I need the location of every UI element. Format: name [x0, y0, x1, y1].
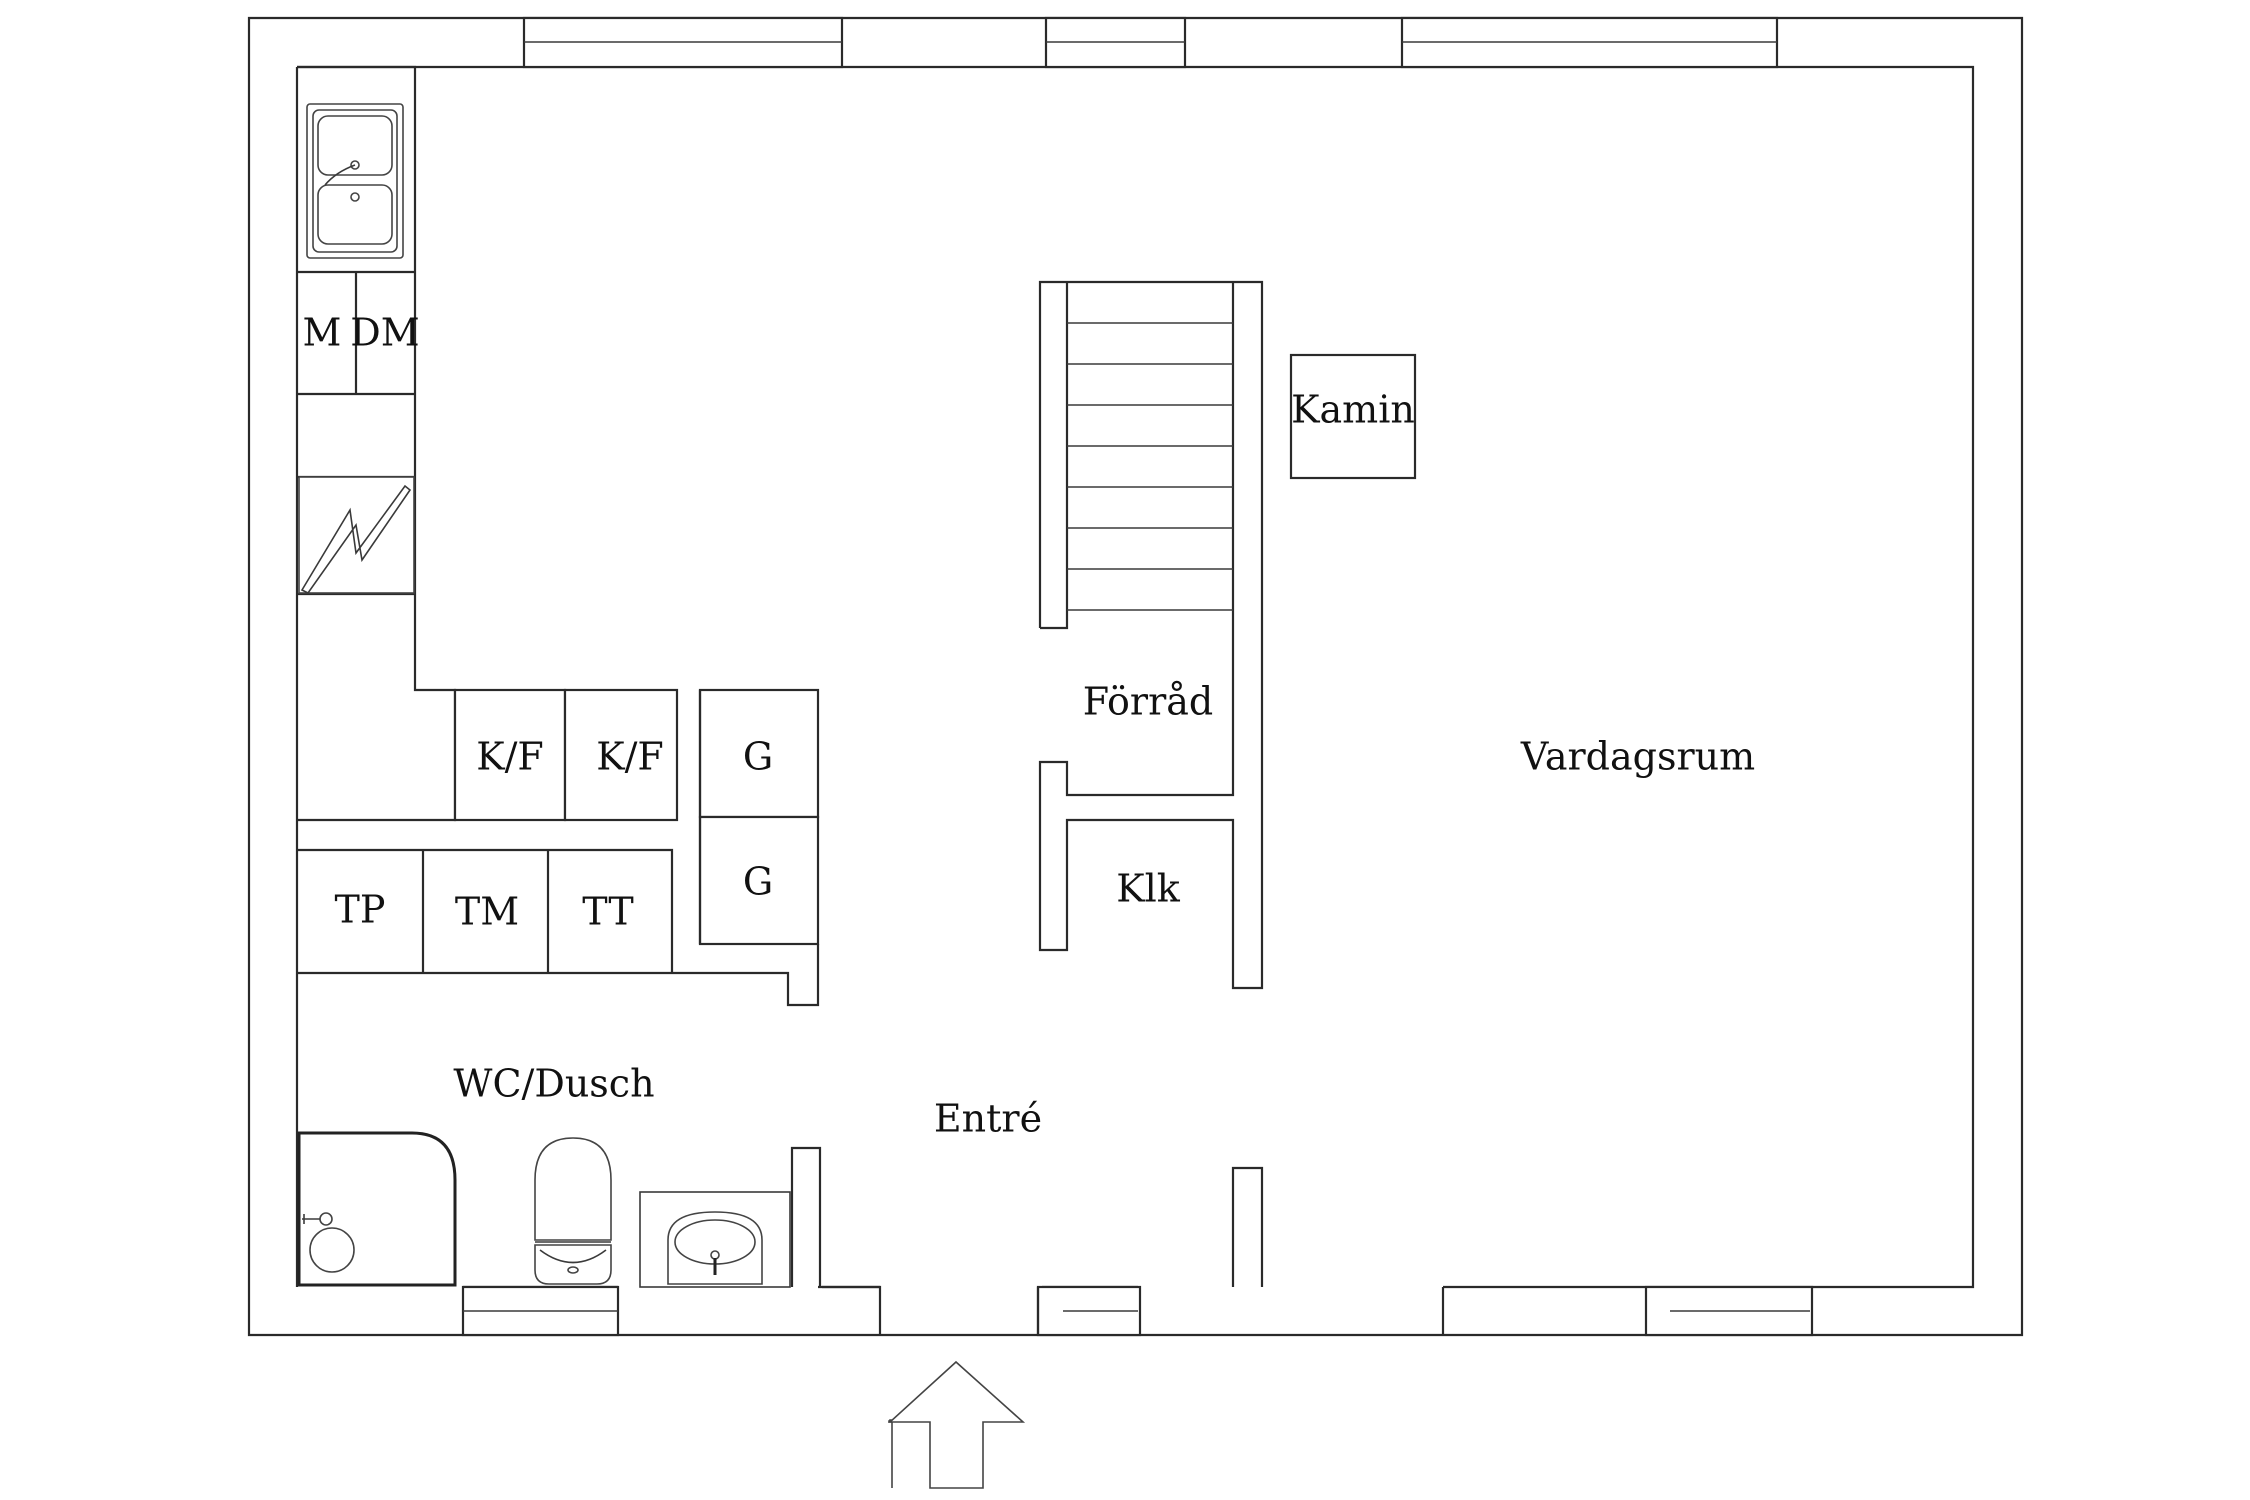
- entrance-arrow-icon: [888, 1419, 893, 1488]
- outer-wall-outer: [247, 16, 2024, 1337]
- label-kf-1: K/F: [476, 735, 544, 779]
- label-g-1: G: [743, 735, 773, 779]
- label-vardagsrum: Vardagsrum: [1520, 735, 1755, 779]
- label-entre: Entré: [934, 1097, 1042, 1141]
- laundry-row: [297, 848, 674, 973]
- stove-icon: [298, 476, 415, 595]
- label-kf-2: K/F: [596, 735, 664, 779]
- shower-icon: [297, 1131, 457, 1287]
- bottom-windows: [461, 1285, 1814, 1337]
- entrance-partitions: [790, 1146, 1264, 1287]
- label-m: M: [303, 311, 342, 355]
- label-tt: TT: [582, 890, 633, 934]
- entrance-arrow-icon-shape: [887, 1360, 1026, 1489]
- label-forrad: Förråd: [1083, 680, 1213, 724]
- label-dm: DM: [350, 311, 419, 355]
- kitchen-sink-icon: [306, 103, 404, 259]
- top-windows: [522, 16, 1779, 69]
- label-tm: TM: [455, 890, 519, 934]
- staircase: [1038, 280, 1264, 990]
- label-klk: Klk: [1116, 867, 1181, 911]
- kamin-box: [1289, 353, 1417, 480]
- label-tp: TP: [335, 888, 386, 932]
- label-kamin: Kamin: [1291, 388, 1415, 432]
- label-wc-dusch: WC/Dusch: [453, 1062, 654, 1106]
- label-g-2: G: [743, 860, 773, 904]
- toilet-icon: [534, 1137, 612, 1285]
- appliance-block: [297, 688, 820, 1007]
- washbasin-icon: [639, 1191, 791, 1288]
- outer-walls: [247, 16, 2024, 1337]
